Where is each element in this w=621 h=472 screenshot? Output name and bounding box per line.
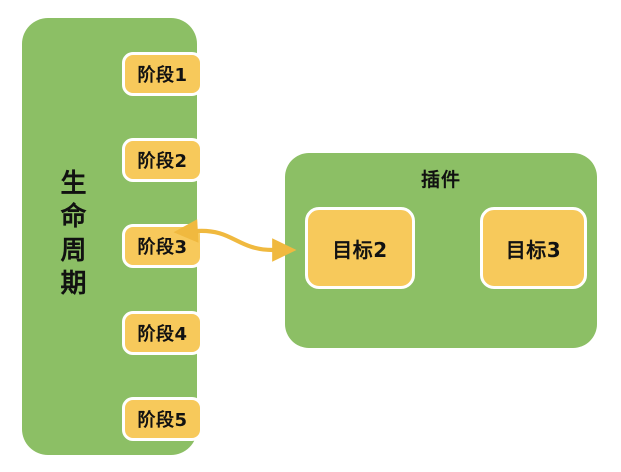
- stage-box-1[interactable]: 阶段1: [122, 52, 203, 96]
- stage-box-5[interactable]: 阶段5: [122, 397, 203, 441]
- stage-box-4[interactable]: 阶段4: [122, 311, 203, 355]
- target-box-2[interactable]: 目标2: [305, 207, 415, 289]
- arrow-path: [173, 219, 297, 262]
- lifecycle-panel: 生命周期 阶段1 阶段2 阶段3 阶段4 阶段5: [22, 18, 203, 455]
- target-box-3[interactable]: 目标3: [480, 207, 587, 289]
- plugin-panel-title: 插件: [420, 169, 461, 191]
- stage-box-2[interactable]: 阶段2: [122, 138, 203, 182]
- plugin-panel: 插件 目标2 目标3: [285, 153, 597, 348]
- lifecycle-label: 生命周期: [60, 169, 88, 299]
- bidirectional-arrow-connector: [173, 219, 297, 262]
